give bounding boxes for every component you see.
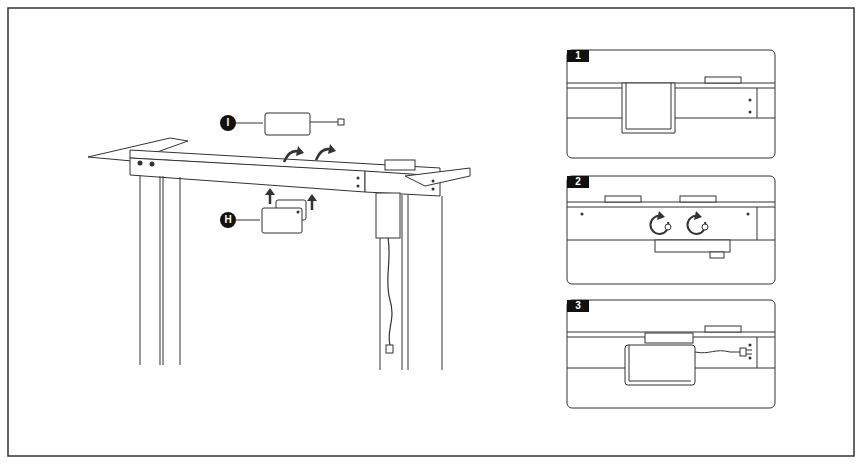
step-number: 1 (575, 50, 581, 62)
callout-letter: H (224, 214, 231, 226)
step-number: 3 (575, 300, 581, 312)
step-number: 2 (575, 176, 581, 188)
callout-letter: I (227, 117, 230, 129)
